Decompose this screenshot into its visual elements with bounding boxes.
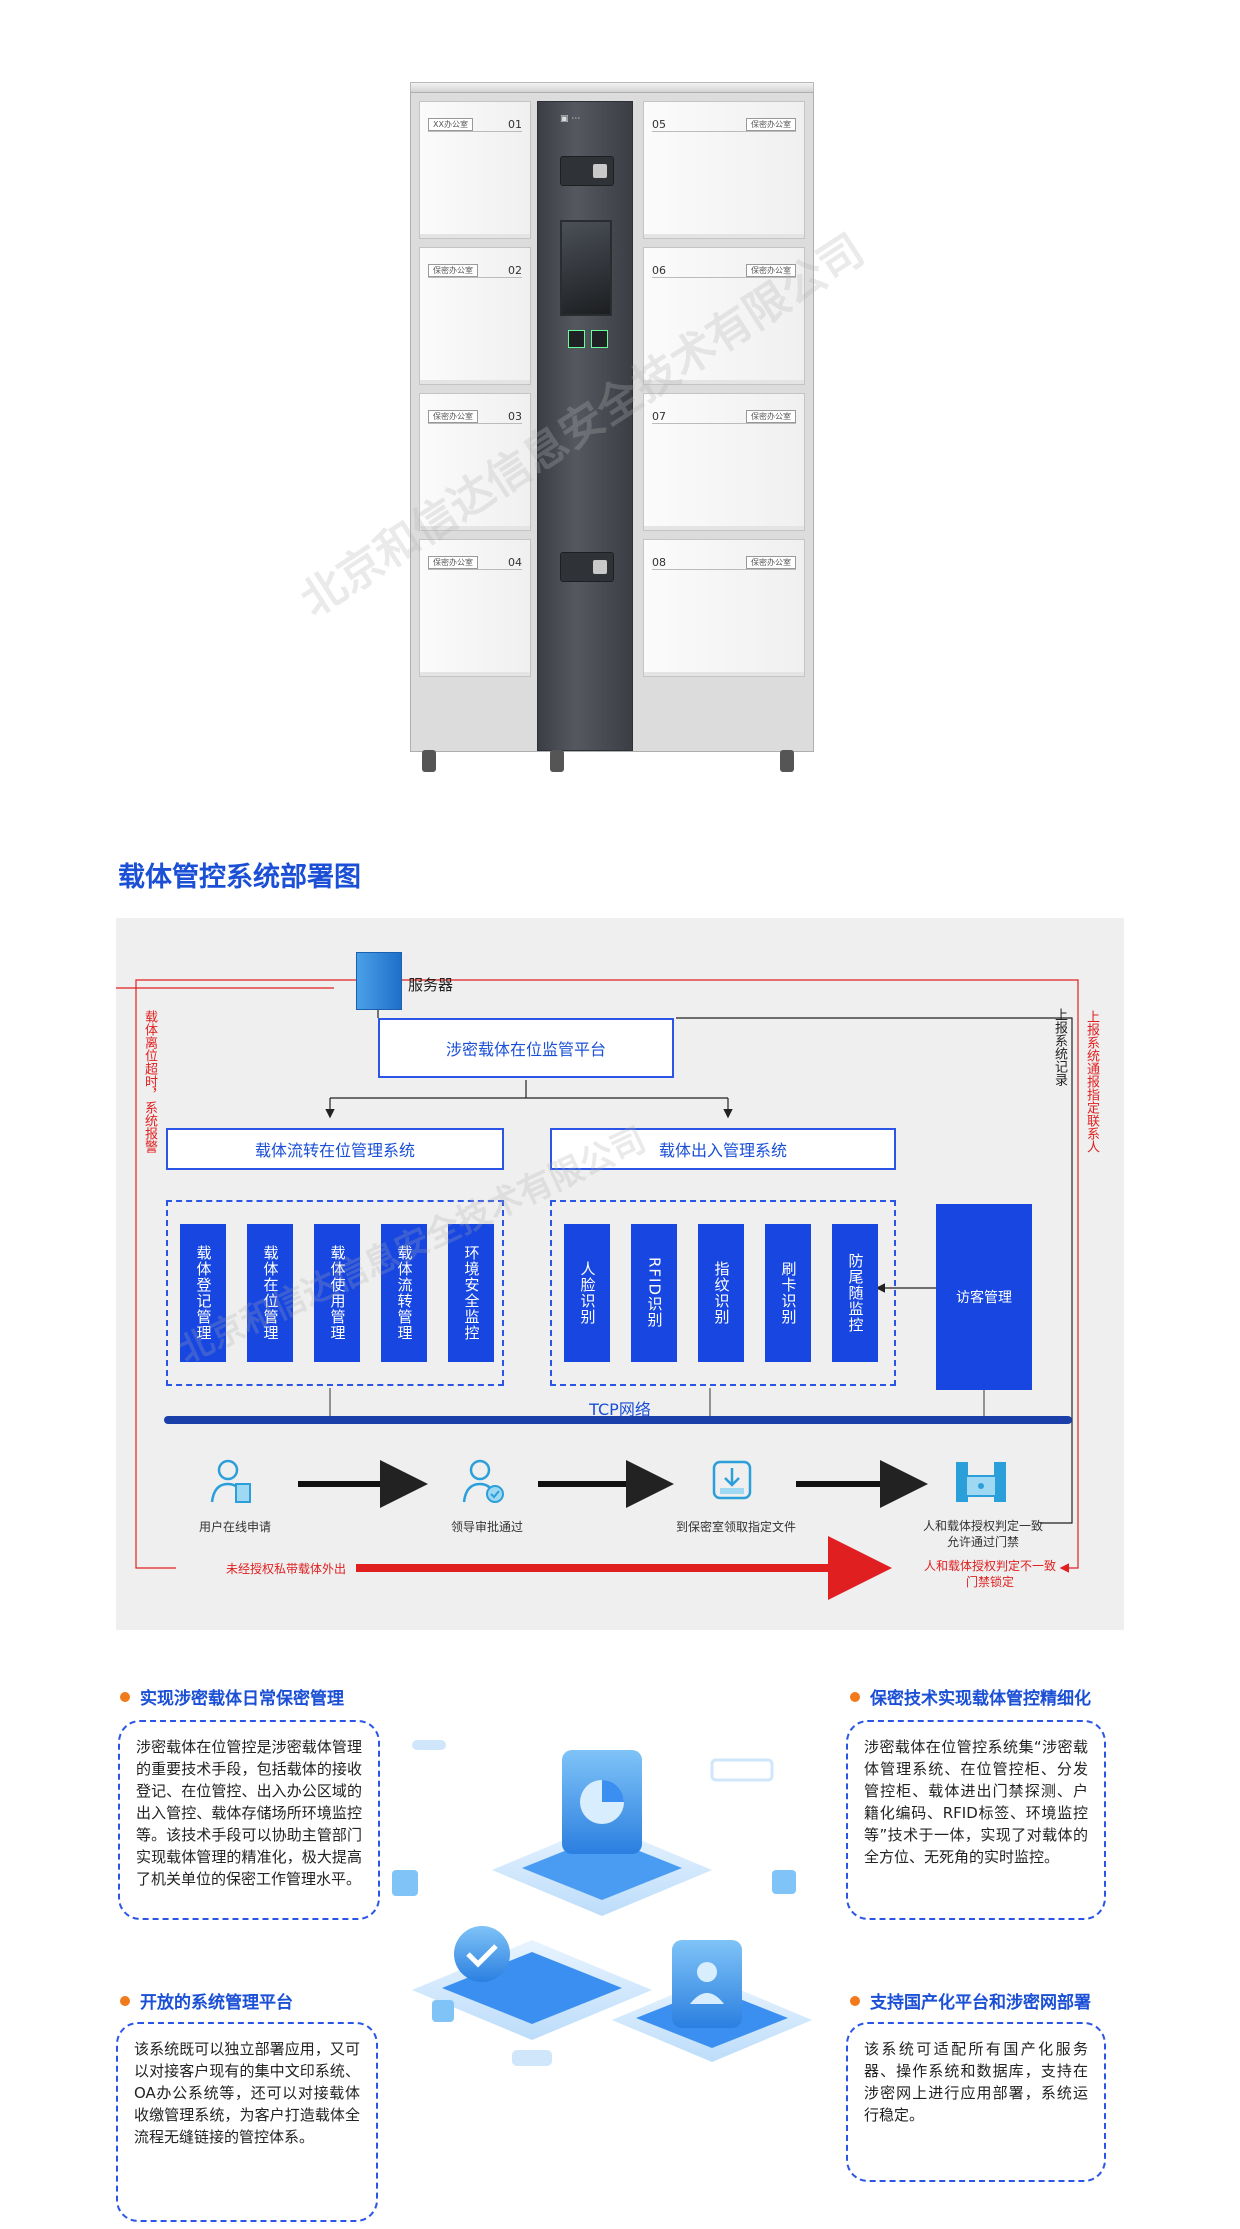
access-gate-icon (954, 1456, 1008, 1506)
leader-approve-icon (462, 1458, 506, 1506)
drawer-label: 保密办公室 (746, 118, 796, 131)
right-module-group (550, 1200, 896, 1386)
drawer-label: 保密办公室 (428, 410, 478, 423)
feature-title-refined: 保密技术实现载体管控精细化 (850, 1684, 1091, 1709)
tcp-network-label: TCP网络 (589, 1400, 651, 1419)
orange-dot-icon (120, 1691, 130, 1702)
unauthorized-note: 未经授权私带载体外出 (225, 1562, 346, 1576)
module-registration: 载体登记管理 (180, 1224, 226, 1362)
pass-line-1: 人和载体授权判定一致 (922, 1519, 1043, 1533)
visitor-management-box: 访客管理 (936, 1204, 1032, 1390)
upload-record-note: 上报系统记录 (1052, 1008, 1067, 1086)
feature-title-text: 保密技术实现载体管控精细化 (870, 1689, 1091, 1709)
feature-box-open: 该系统既可以独立部署应用，又可以对接客户现有的集中文印系统、OA办公系统等，还可… (116, 2022, 378, 2222)
feature-box-refined: 涉密载体在位管控系统集“涉密载体管理系统、在位管控柜、分发管控柜、载体进出门禁探… (846, 1720, 1106, 1920)
drawer-01: XX办公室 01 (419, 101, 531, 239)
cabinet-logo-icon: ▣ ⋯ (560, 114, 581, 124)
module-face: 人脸识别 (564, 1224, 610, 1362)
feature-title-text: 实现涉密载体日常保密管理 (140, 1689, 344, 1709)
flow-step-apply: 用户在线申请 (198, 1520, 271, 1534)
user-apply-icon (210, 1458, 254, 1506)
drawer-number: 03 (508, 410, 522, 423)
cabinet-left-column: XX办公室 01 保密办公室 02 保密办公室 03 保密办公室 04 (419, 101, 531, 751)
module-environment: 环境安全监控 (448, 1224, 494, 1362)
cabinet-foot (422, 750, 436, 772)
diagram-connectors (116, 979, 1079, 1600)
collect-file-icon (710, 1458, 754, 1506)
lower-lock-icon (560, 552, 614, 582)
cabinet-foot (780, 750, 794, 772)
flow-step-approve: 领导审批通过 (450, 1520, 523, 1534)
upper-lock-icon (560, 156, 614, 186)
drawer-label: 保密办公室 (746, 264, 796, 277)
section-title: 载体管控系统部署图 (118, 862, 361, 893)
drawer-06: 06 保密办公室 (643, 247, 805, 385)
platform-box: 涉密载体在位监管平台 (378, 1018, 674, 1078)
feature-title-daily: 实现涉密载体日常保密管理 (120, 1684, 344, 1709)
module-rfid: RFID识别 (631, 1224, 677, 1362)
drawer-label: 保密办公室 (428, 264, 478, 277)
drawer-07: 07 保密办公室 (643, 393, 805, 531)
left-system-box: 载体流转在位管理系统 (166, 1128, 504, 1170)
drawer-05: 05 保密办公室 (643, 101, 805, 239)
flow-step-pass: 人和载体授权判定一致 允许通过门禁 (898, 1518, 1068, 1550)
feature-box-domestic: 该系统可适配所有国产化服务器、操作系统和数据库，支持在涉密网上进行应用部署，系统… (846, 2022, 1106, 2182)
drawer-04: 保密办公室 04 (419, 539, 531, 677)
deployment-diagram: 服务器 涉密载体在位监管平台 载体流转在位管理系统 载体出入管理系统 载体登记管… (116, 918, 1124, 1630)
pass-line-2: 允许通过门禁 (946, 1535, 1019, 1549)
feature-title-domestic: 支持国产化平台和涉密网部署 (850, 1988, 1091, 2013)
orange-dot-icon (120, 1995, 130, 2006)
isometric-illustration (372, 1720, 842, 2080)
left-alert-note: 载体离位超时，系统报警 (142, 1010, 157, 1153)
cabinet-foot (550, 750, 564, 772)
module-usage: 载体使用管理 (314, 1224, 360, 1362)
flow-step-collect: 到保密室领取指定文件 (675, 1520, 796, 1534)
right-system-box: 载体出入管理系统 (550, 1128, 896, 1170)
deny-note: 人和载体授权判定不一致 门禁锁定 (900, 1558, 1080, 1590)
drawer-number: 07 (652, 410, 666, 423)
drawer-label: 保密办公室 (428, 556, 478, 569)
drawer-08: 08 保密办公室 (643, 539, 805, 677)
cabinet-body: XX办公室 01 保密办公室 02 保密办公室 03 保密办公室 04 ▣ ⋯ 05 保密… (410, 92, 814, 752)
drawer-number: 01 (508, 118, 522, 131)
right-alert-note: 上报系统通报指定联系人 (1084, 1010, 1099, 1153)
drawer-label: 保密办公室 (746, 410, 796, 423)
drawer-label: XX办公室 (428, 118, 473, 131)
deny-line-1: 人和载体授权判定不一致 (923, 1559, 1056, 1573)
drawer-number: 02 (508, 264, 522, 277)
left-module-group (166, 1200, 504, 1386)
feature-title-text: 支持国产化平台和涉密网部署 (870, 1993, 1091, 2013)
drawer-number: 08 (652, 556, 666, 569)
cabinet-right-column: 05 保密办公室 06 保密办公室 07 保密办公室 08 保密办公室 (643, 101, 805, 751)
drawer-03: 保密办公室 03 (419, 393, 531, 531)
storage-cabinet-image: XX办公室 01 保密办公室 02 保密办公室 03 保密办公室 04 ▣ ⋯ 05 保密… (400, 70, 820, 772)
drawer-label: 保密办公室 (746, 556, 796, 569)
module-in-place: 载体在位管理 (247, 1224, 293, 1362)
feature-title-open: 开放的系统管理平台 (120, 1988, 293, 2013)
feature-box-daily: 涉密载体在位管控是涉密载体管理的重要技术手段，包括载体的接收登记、在位管控、出入… (118, 1720, 380, 1920)
orange-dot-icon (850, 1995, 860, 2006)
orange-dot-icon (850, 1691, 860, 1702)
server-icon (356, 952, 402, 1010)
drawer-number: 04 (508, 556, 522, 569)
module-transfer: 载体流转管理 (381, 1224, 427, 1362)
module-fingerprint: 指纹识别 (698, 1224, 744, 1362)
touch-screen (560, 220, 612, 316)
drawer-number: 06 (652, 264, 666, 277)
deny-line-2: 门禁锁定 (965, 1575, 1014, 1589)
cabinet-control-panel: ▣ ⋯ (537, 101, 633, 751)
drawer-02: 保密办公室 02 (419, 247, 531, 385)
module-tailgating: 防尾随监控 (832, 1224, 878, 1362)
drawer-number: 05 (652, 118, 666, 131)
feature-title-text: 开放的系统管理平台 (140, 1993, 293, 2013)
module-card: 刷卡识别 (765, 1224, 811, 1362)
fingerprint-reader-icon (568, 330, 608, 348)
server-label: 服务器 (408, 976, 454, 994)
